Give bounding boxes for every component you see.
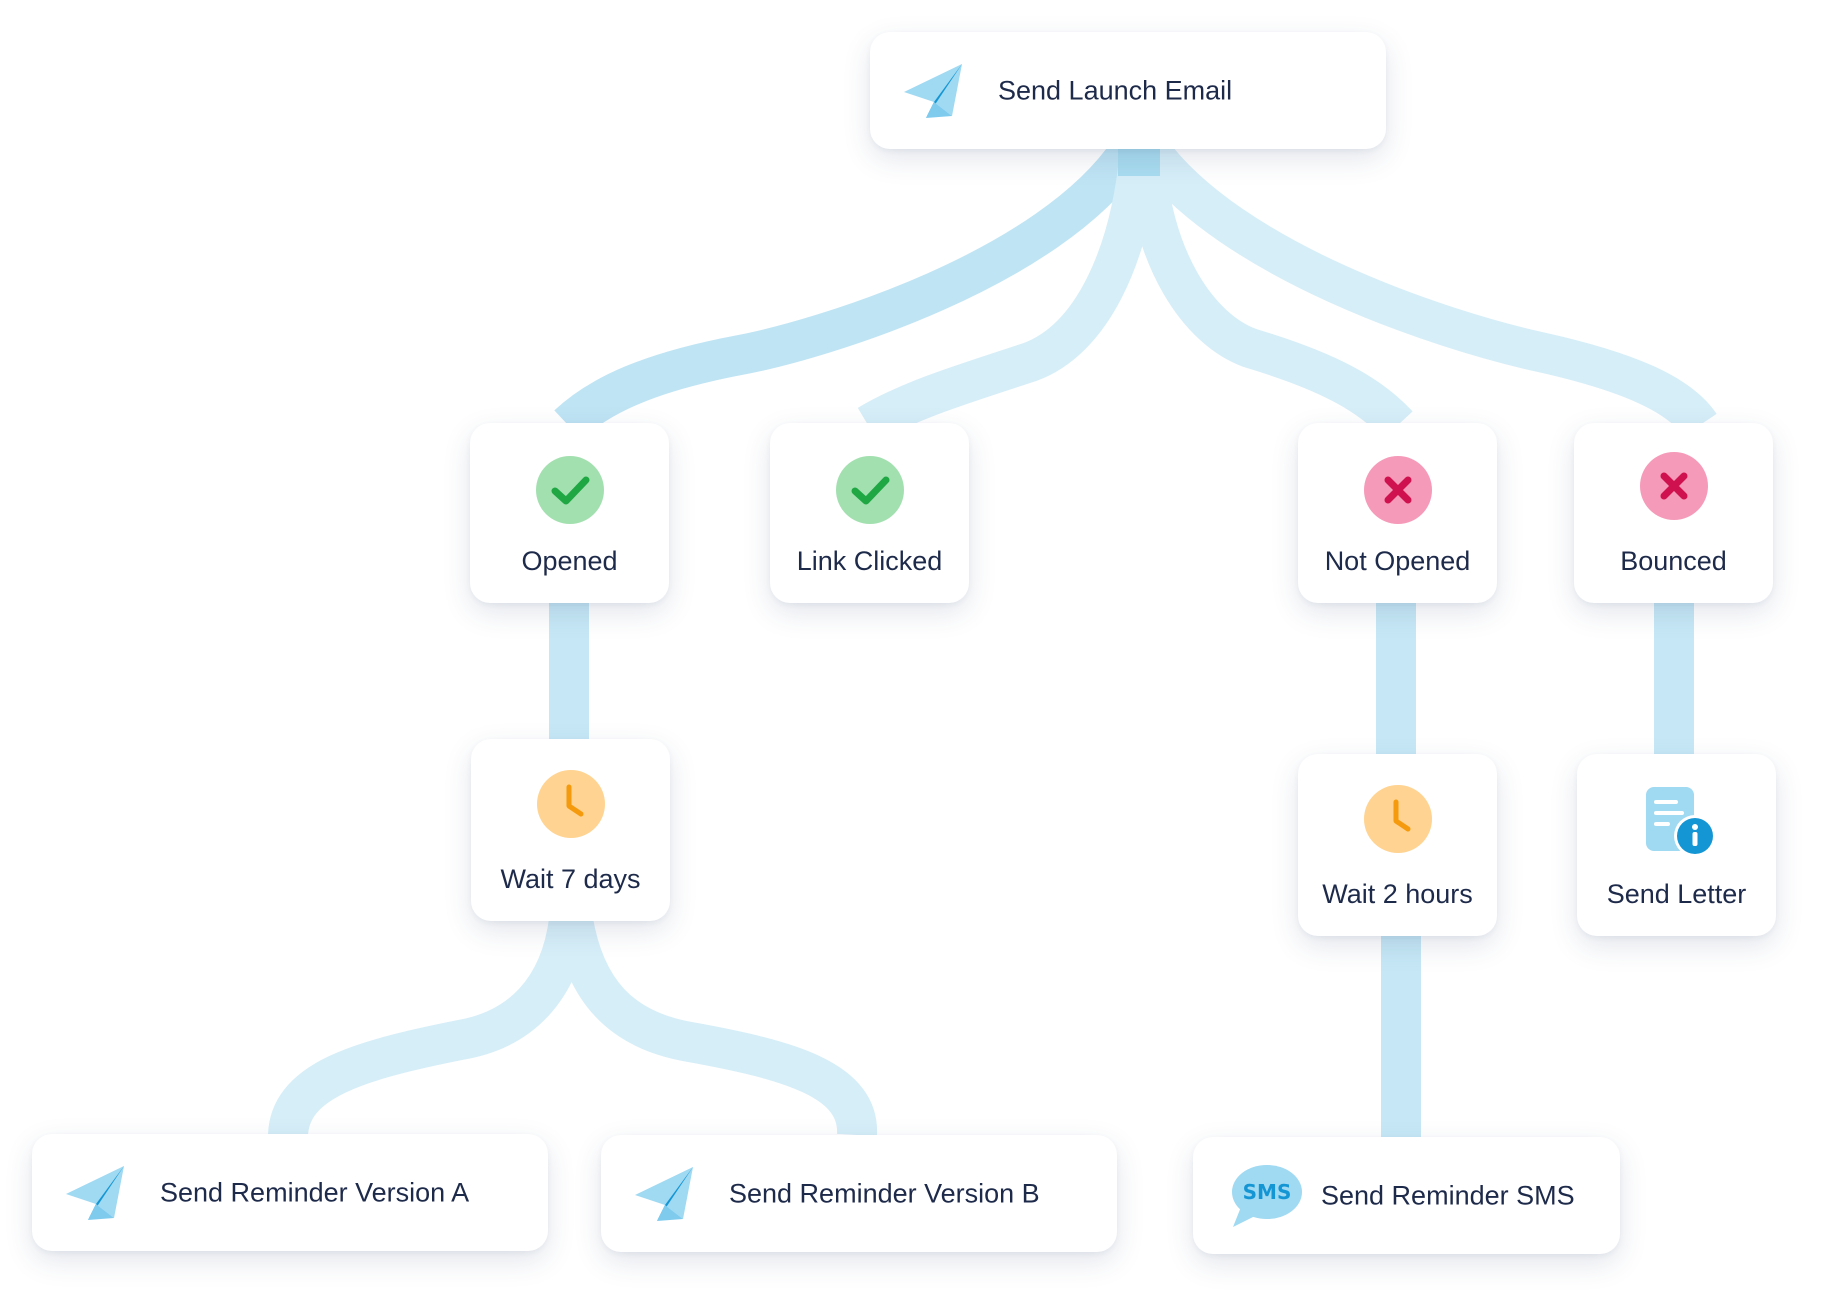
node-label: Bounced bbox=[1620, 546, 1727, 576]
node-opened[interactable]: Opened bbox=[470, 423, 669, 603]
node-label: Send Reminder SMS bbox=[1321, 1180, 1575, 1210]
letter-info-icon bbox=[1637, 784, 1717, 864]
node-label: Opened bbox=[521, 546, 618, 576]
check-icon bbox=[835, 455, 905, 525]
node-send-reminder-version-a[interactable]: Send Reminder Version A bbox=[32, 1134, 548, 1251]
connector-launch-to-link-clicked bbox=[857, 148, 1160, 443]
node-label: Send Reminder Version B bbox=[729, 1178, 1040, 1208]
connector-launch-to-opened bbox=[554, 138, 1147, 440]
node-label: Link Clicked bbox=[796, 546, 943, 576]
node-bounced[interactable]: Bounced bbox=[1574, 423, 1773, 603]
cross-icon bbox=[1363, 455, 1433, 525]
node-send-launch-email[interactable]: Send Launch Email bbox=[870, 32, 1386, 149]
node-wait-2-hours[interactable]: Wait 2 hours bbox=[1298, 754, 1497, 936]
sms-bubble-icon: SMS bbox=[1229, 1163, 1303, 1229]
paper-plane-icon bbox=[631, 1159, 701, 1229]
connector-launch-to-not-opened bbox=[1125, 148, 1413, 439]
node-label: Send Letter bbox=[1606, 879, 1747, 909]
node-label: Wait 2 hours bbox=[1322, 879, 1473, 909]
check-icon bbox=[535, 455, 605, 525]
paper-plane-icon bbox=[62, 1158, 132, 1228]
node-not-opened[interactable]: Not Opened bbox=[1298, 423, 1497, 603]
node-send-letter[interactable]: Send Letter bbox=[1577, 754, 1776, 936]
node-wait-7-days[interactable]: Wait 7 days bbox=[471, 739, 670, 921]
cross-icon bbox=[1639, 451, 1709, 521]
sms-text: SMS bbox=[1243, 1180, 1292, 1204]
connector-launch-to-bounced bbox=[1133, 137, 1717, 437]
node-label: Send Reminder Version A bbox=[160, 1177, 470, 1207]
node-send-reminder-sms[interactable]: SMS Send Reminder SMS bbox=[1193, 1137, 1620, 1254]
clock-icon bbox=[536, 769, 606, 839]
node-label: Send Launch Email bbox=[998, 75, 1233, 105]
node-label: Wait 7 days bbox=[500, 864, 641, 894]
node-send-reminder-version-b[interactable]: Send Reminder Version B bbox=[601, 1135, 1117, 1252]
node-link-clicked[interactable]: Link Clicked bbox=[770, 423, 969, 603]
clock-icon bbox=[1363, 784, 1433, 854]
node-label: Not Opened bbox=[1324, 546, 1471, 576]
connector-wait-to-reminder-a bbox=[268, 916, 589, 1138]
paper-plane-icon bbox=[900, 56, 970, 126]
connector-wait-to-reminder-b bbox=[553, 916, 877, 1137]
connector-hub bbox=[1118, 148, 1160, 176]
